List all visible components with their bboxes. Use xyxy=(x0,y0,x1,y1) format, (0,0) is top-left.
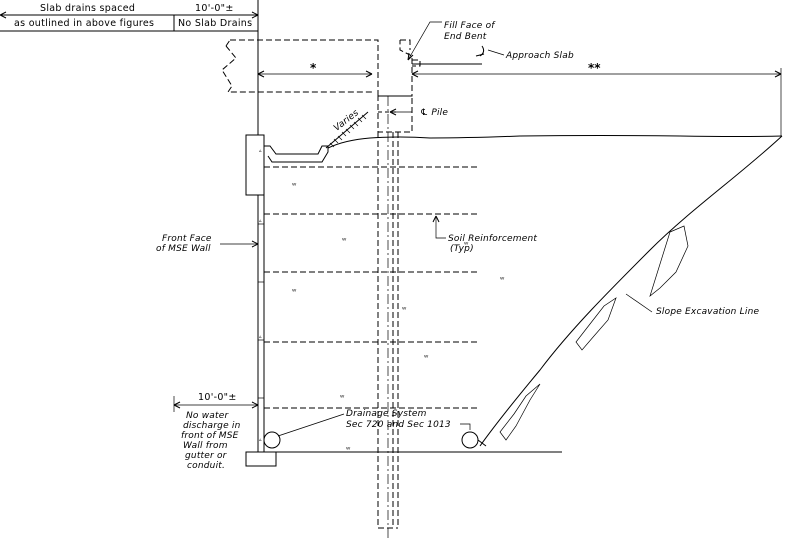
svg-text:▵: ▵ xyxy=(259,334,262,340)
pile-text: ℄ Pile xyxy=(420,108,448,118)
fill-face-line1: Fill Face of xyxy=(444,21,496,31)
as-outlined-text: as outlined in above figures xyxy=(14,18,154,29)
double-star-text: ** xyxy=(588,61,601,75)
svg-text:ᵂ: ᵂ xyxy=(424,354,429,362)
svg-text:▵: ▵ xyxy=(259,437,262,443)
svg-text:ᵂ: ᵂ xyxy=(292,182,297,190)
single-star-text: * xyxy=(310,61,317,75)
front-face-line2: of MSE Wall xyxy=(156,244,211,254)
bottom-dimension-text: 10'-0"± xyxy=(198,392,237,403)
fill-face-callout: Fill Face of End Bent xyxy=(407,21,496,61)
slope-excavation xyxy=(479,135,783,447)
mse-wall: ▵ ▵ ▵ ▵ xyxy=(245,134,329,467)
drainage-system-callout: Drainage System Sec 720 and Sec 1013 xyxy=(277,409,471,437)
top-dimension-text: 10'-0"± xyxy=(195,3,234,14)
fill-face-line2: End Bent xyxy=(444,32,487,42)
front-face-line1: Front Face xyxy=(162,234,212,244)
soil-reinforcement-callout: Soil Reinforcement (Typ) xyxy=(432,215,537,254)
svg-text:ᵂ: ᵂ xyxy=(464,241,469,249)
front-face-callout: Front Face of MSE Wall xyxy=(156,234,259,254)
slope-drain-pipe xyxy=(461,431,479,449)
no-slab-drains-text: No Slab Drains xyxy=(178,18,252,29)
drainage-line1: Drainage System xyxy=(346,409,427,419)
svg-text:▵: ▵ xyxy=(259,148,262,154)
no-water-line5: gutter or xyxy=(185,451,228,461)
ground-surface-line xyxy=(327,135,783,149)
soil-reinforcement-typ: (Typ) xyxy=(450,244,474,254)
slope-excavation-callout: Slope Excavation Line xyxy=(625,293,759,317)
bottom-dimension: 10'-0"± xyxy=(173,392,259,412)
no-water-line2: discharge in xyxy=(183,421,241,431)
wall-drain-pipe xyxy=(263,431,281,449)
no-water-line3: front of MSE xyxy=(181,431,239,441)
slope-excavation-text: Slope Excavation Line xyxy=(656,307,759,317)
drain-pipes xyxy=(263,431,487,449)
no-water-line1: No water xyxy=(186,411,229,421)
drainage-line2: Sec 720 and Sec 1013 xyxy=(346,420,451,430)
svg-text:ᵂ: ᵂ xyxy=(292,288,297,296)
svg-text:ᵂ: ᵂ xyxy=(342,237,347,245)
svg-text:ᵂ: ᵂ xyxy=(402,306,407,314)
header-table: Slab drains spaced as outlined in above … xyxy=(0,3,259,32)
no-water-line4: Wall from xyxy=(183,441,228,451)
approach-slab-text: Approach Slab xyxy=(505,51,574,61)
svg-text:▵: ▵ xyxy=(259,218,262,224)
soil-reinforcement-text: Soil Reinforcement xyxy=(448,234,537,244)
double-star-dimension: ** xyxy=(411,61,782,136)
no-water-line6: conduit. xyxy=(187,461,225,471)
svg-text:ᵂ: ᵂ xyxy=(346,446,351,454)
no-water-note: No water discharge in front of MSE Wall … xyxy=(181,411,241,471)
svg-text:ᵂ: ᵂ xyxy=(500,276,505,284)
soil-stipple: ᵂ ᵂ ᵂ ᵂ ᵂ ᵂ ᵂ ᵂ ᵂ xyxy=(292,182,505,454)
end-bent-outline xyxy=(221,39,485,133)
pile-callout: ℄ Pile xyxy=(389,108,448,118)
slab-drains-spaced-text: Slab drains spaced xyxy=(40,3,135,14)
svg-text:ᵂ: ᵂ xyxy=(340,394,345,402)
approach-slab-callout: Approach Slab xyxy=(487,49,574,61)
pile xyxy=(377,96,399,540)
single-star-dimension: * xyxy=(257,61,373,78)
